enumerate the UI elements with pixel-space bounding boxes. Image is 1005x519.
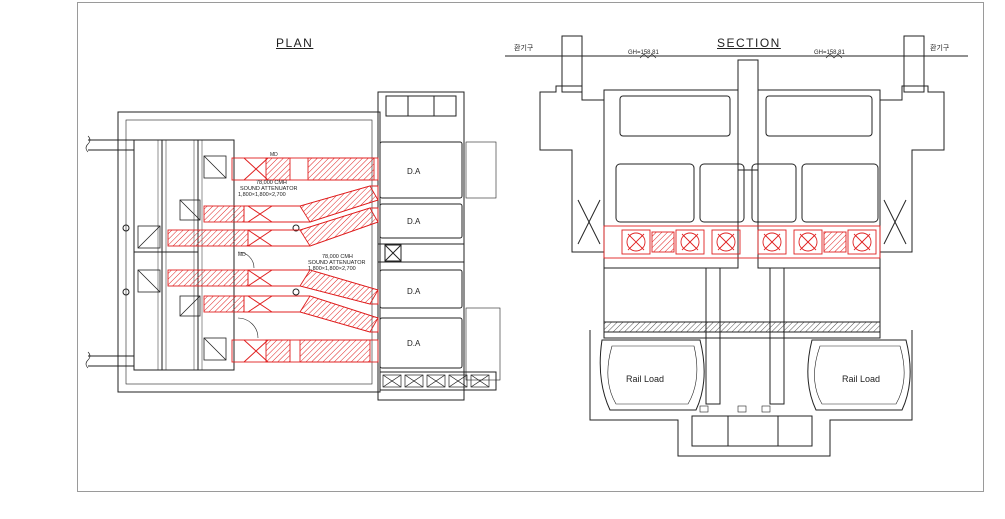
vent-label-right: 환기구 <box>930 43 950 52</box>
plan-ducts <box>167 157 379 363</box>
md-label-1: MD <box>270 152 278 158</box>
rail-label-left: Rail Load <box>626 374 664 384</box>
attenuator-size-2: 1,800×1,800×2,700 <box>308 266 356 272</box>
flow-label-1: 78,000 CMH <box>256 180 287 186</box>
attenuator-label-2: SOUND ATTENUATOR <box>308 260 365 266</box>
gh-label-left: GH=158.81 <box>628 50 660 56</box>
plan-outer-shell <box>117 111 381 393</box>
section-fans <box>603 225 881 259</box>
rail-label-right: Rail Load <box>842 374 880 384</box>
gh-label-right: GH=158.81 <box>814 50 846 56</box>
plan-title: PLAN <box>276 36 314 50</box>
da-column <box>377 91 465 401</box>
attenuator-size-1: 1,800×1,800×2,700 <box>238 192 286 198</box>
da-label-1: D.A <box>407 167 421 176</box>
da-label-3: D.A <box>407 287 421 296</box>
da-label-2: D.A <box>407 217 421 226</box>
flow-label-2: 78,000 CMH <box>322 254 353 260</box>
vent-label-left: 환기구 <box>514 43 534 52</box>
attenuator-label-1: SOUND ATTENUATOR <box>240 186 297 192</box>
section-title: SECTION <box>717 36 781 50</box>
da-label-4: D.A <box>407 339 421 348</box>
section-drawing <box>505 35 968 457</box>
md-label-2: MD <box>238 252 246 258</box>
plan-drawing <box>85 91 501 401</box>
